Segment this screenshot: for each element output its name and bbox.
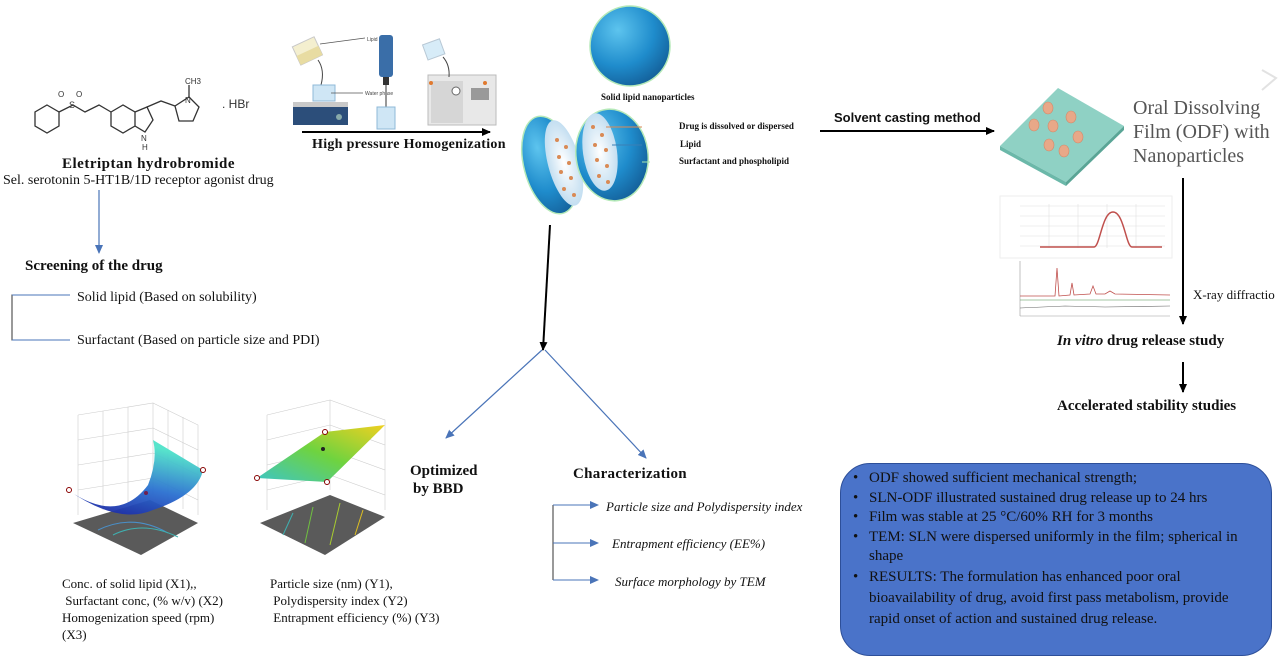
drug-name: Eletriptan hydrobromide xyxy=(62,156,236,172)
nh-label: N xyxy=(141,134,147,143)
sln-legend-surfactant: Surfactant and phospholipid xyxy=(679,156,790,166)
odf-title-line-3: Nanoparticles xyxy=(1133,145,1245,167)
water-phase-label: Water phase xyxy=(365,91,393,97)
sln-legend-drug: Drug is dissolved or dispersed xyxy=(679,121,794,131)
homogenization-illustration: Lipid phase Water phase xyxy=(291,35,497,130)
sln-illustration xyxy=(520,5,671,215)
results-box: ODF showed sufficient mechanical strengt… xyxy=(840,463,1272,656)
stability-label: Accelerated stability studies xyxy=(1057,398,1237,414)
response-surface-particle-size xyxy=(66,402,206,555)
odf-title-line-1: Oral Dissolving xyxy=(1133,97,1261,119)
characterization-item-entrapment: Entrapment efficiency (EE%) xyxy=(612,536,766,551)
oxygen-label-2: O xyxy=(76,90,82,99)
n-label: N xyxy=(185,96,191,105)
arrow-sln-down xyxy=(539,224,551,351)
oxygen-label-1: O xyxy=(58,90,64,99)
corner-chevron-icon xyxy=(1261,69,1278,91)
screening-item-solid-lipid: Solid lipid (Based on solubility) xyxy=(77,290,257,305)
release-study-rest: drug release study xyxy=(1103,333,1225,349)
independent-var-x1: Conc. of solid lipid (X1),, xyxy=(62,576,197,591)
independent-var-x3: Homogenization speed (rpm) xyxy=(62,610,215,625)
release-study-italic: In vitro xyxy=(1057,333,1104,349)
characterization-item-morphology: Surface morphology by TEM xyxy=(615,574,766,589)
independent-var-x3-code: (X3) xyxy=(62,627,87,642)
response-y2: Polydispersity index (Y2) xyxy=(270,593,408,608)
result-item-2: SLN-ODF illustrated sustained drug relea… xyxy=(853,489,1261,509)
response-y3: Entrapment efficiency (%) (Y3) xyxy=(270,610,440,625)
optimized-label-line-1: Optimized xyxy=(410,463,478,479)
xrd-chart-thumbnail xyxy=(1019,261,1171,317)
odf-film-illustration xyxy=(1000,88,1124,186)
optimized-label: Optimized by BBD xyxy=(410,462,478,498)
sln-title: Solid lipid nanoparticles xyxy=(601,92,695,102)
homogenization-label: High pressure Homogenization xyxy=(312,137,506,152)
arrow-to-optimized xyxy=(445,349,543,439)
sulfur-label: S xyxy=(69,100,75,110)
response-y1: Particle size (nm) (Y1), xyxy=(270,576,393,591)
arrow-to-characterization xyxy=(544,349,647,459)
characterization-item-particle-size: Particle size and Polydispersity index xyxy=(606,499,803,514)
independent-variables: Conc. of solid lipid (X1),, Surfactant c… xyxy=(62,575,223,643)
release-study-label: In vitro drug release study xyxy=(1057,333,1224,350)
optimized-label-line-2: by BBD xyxy=(413,481,464,497)
xrd-label: X-ray diffractio xyxy=(1193,287,1275,302)
odf-title-line-2: Film (ODF) with xyxy=(1133,121,1270,143)
h-label: H xyxy=(142,143,148,152)
result-item-1: ODF showed sufficient mechanical strengt… xyxy=(853,469,1261,489)
result-item-4: TEM: SLN were dispersed uniformly in the… xyxy=(853,528,1261,567)
odf-title: Oral Dissolving Film (ODF) with Nanopart… xyxy=(1133,96,1270,168)
characterization-title: Characterization xyxy=(573,466,687,482)
screening-bracket xyxy=(11,294,70,341)
solvent-casting-label: Solvent casting method xyxy=(834,110,981,125)
independent-var-x2: Surfactant conc, (% w/v) (X2) xyxy=(62,593,223,608)
result-item-3: Film was stable at 25 °C/60% RH for 3 mo… xyxy=(853,508,1261,528)
particle-size-chart-thumbnail xyxy=(999,195,1173,259)
screening-title: Screening of the drug xyxy=(25,258,163,274)
sln-legend-lipid: Lipid xyxy=(680,139,702,149)
result-item-5: RESULTS: The formulation has enhanced po… xyxy=(853,567,1261,630)
salt-label: . HBr xyxy=(222,97,250,111)
eletriptan-structure: S O O N H N CH3 xyxy=(34,77,202,152)
responses: Particle size (nm) (Y1), Polydispersity … xyxy=(270,575,439,626)
drug-description: Sel. serotonin 5-HT1B/1D receptor agonis… xyxy=(3,173,274,188)
sln-sphere xyxy=(589,5,671,87)
response-surface-entrapment-efficiency xyxy=(254,399,386,555)
screening-item-surfactant: Surfactant (Based on particle size and P… xyxy=(77,333,320,348)
methyl-label: CH3 xyxy=(185,77,202,86)
